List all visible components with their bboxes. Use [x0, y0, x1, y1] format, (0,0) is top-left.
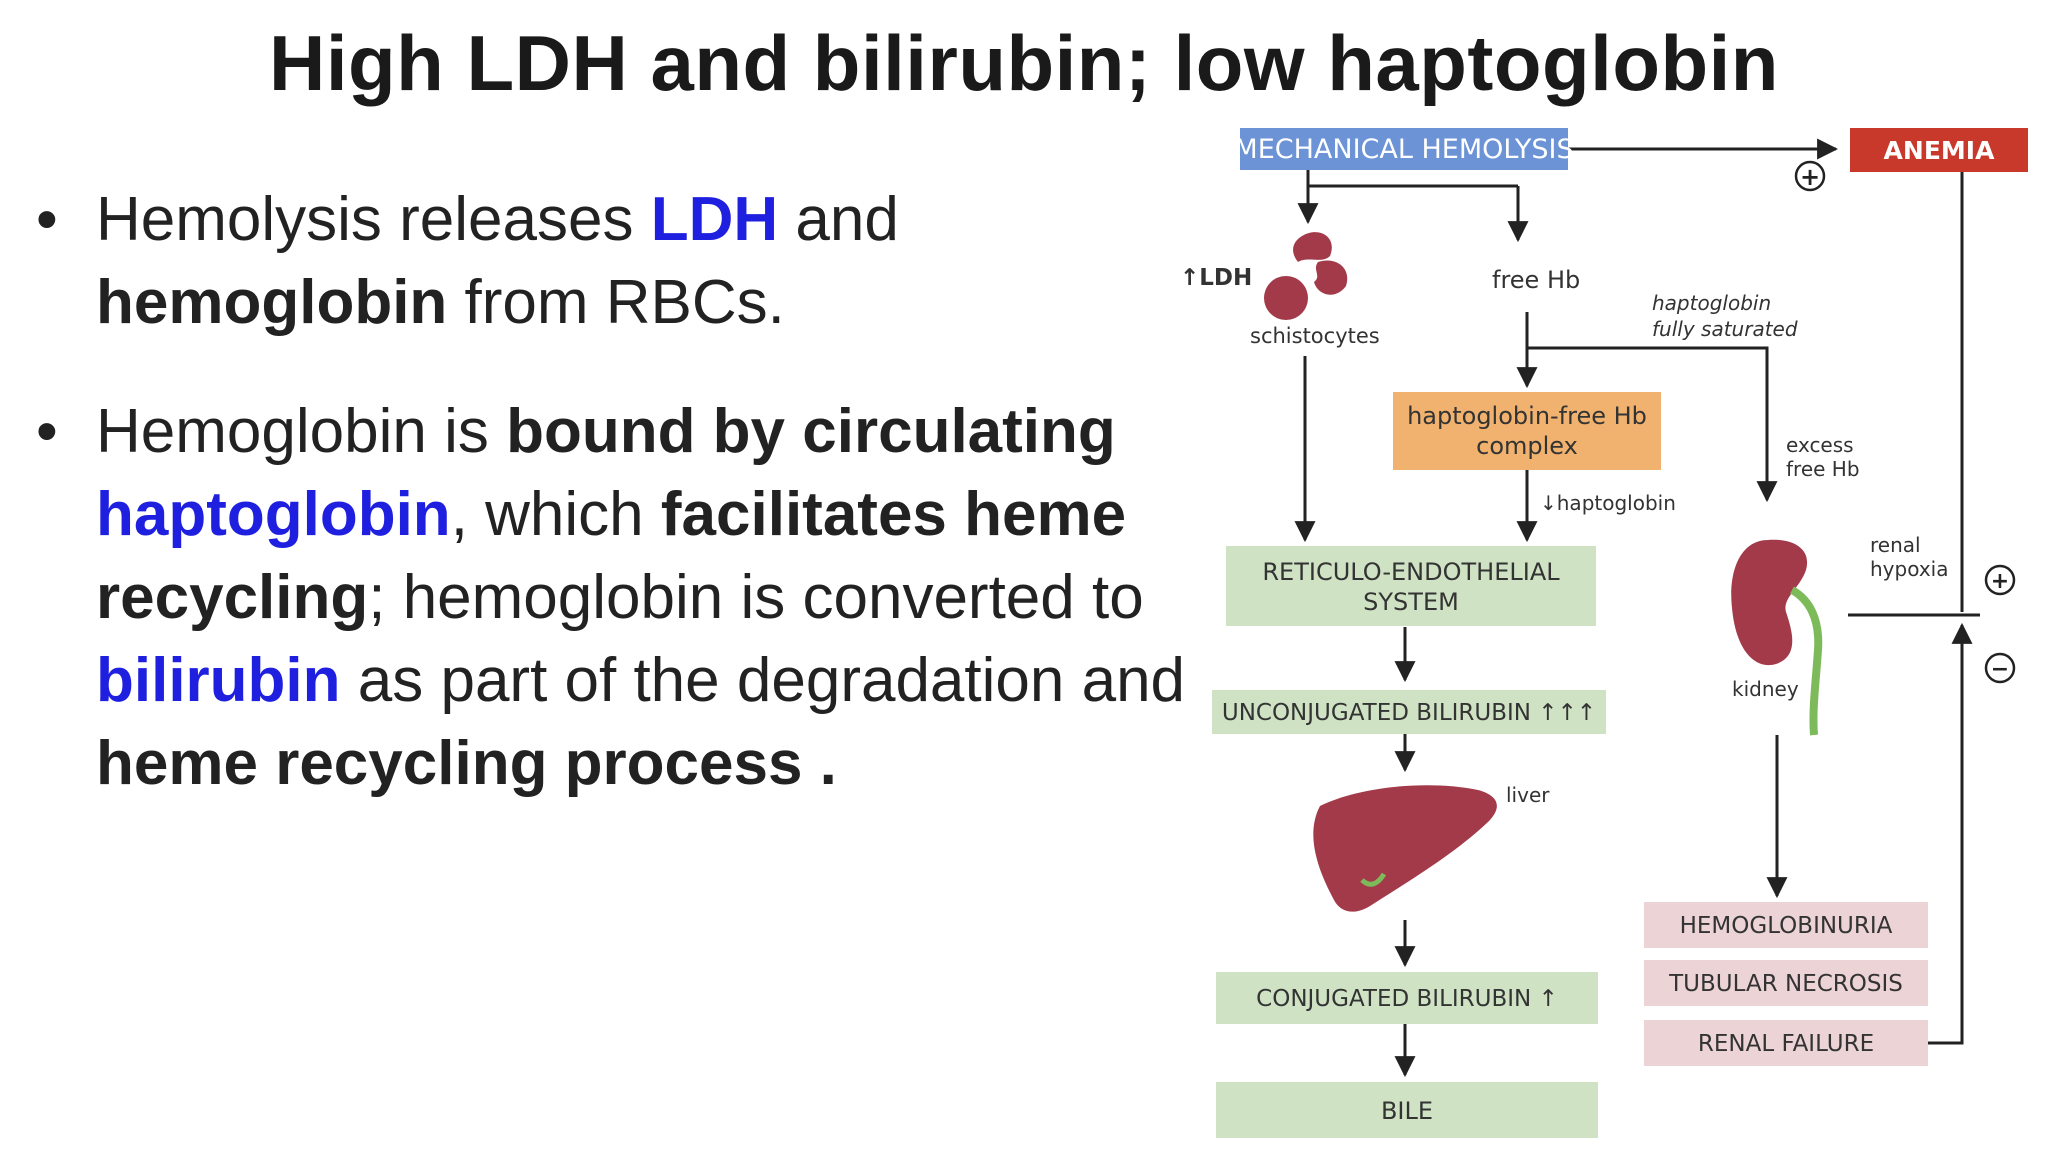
- haptoglobin-saturated-label: haptoglobin: [1652, 291, 1771, 315]
- bullet-marker: •: [36, 185, 58, 254]
- liver-label: liver: [1506, 783, 1550, 807]
- anemia-box: [1850, 128, 2028, 172]
- bile-label: BILE: [1381, 1097, 1433, 1125]
- conjugated-bilirubin-label: CONJUGATED BILIRUBIN ↑: [1256, 986, 1558, 1012]
- complex-label: complex: [1476, 432, 1578, 460]
- tubular-necrosis-label: TUBULAR NECROSIS: [1668, 971, 1903, 997]
- free-hb-label: free Hb: [1492, 266, 1580, 294]
- renal-failure-box: [1644, 1020, 1928, 1066]
- low-haptoglobin-label: ↓haptoglobin: [1540, 491, 1676, 515]
- sign-circles: [1794, 160, 2016, 684]
- kidney-icon: [1731, 539, 1823, 736]
- excess-free-hb-label: free Hb: [1786, 457, 1860, 481]
- hemoglobinuria-label: HEMOGLOBINURIA: [1680, 913, 1893, 939]
- highlight-haptoglobin: haptoglobin: [96, 480, 451, 549]
- slide-title: High LDH and bilirubin; low haptoglobin: [269, 19, 1779, 107]
- unconjugated-bilirubin-label: UNCONJUGATED BILIRUBIN ↑↑↑: [1222, 700, 1596, 726]
- hypoxia-label: hypoxia: [1870, 557, 1948, 581]
- bile-box: [1216, 1082, 1598, 1138]
- liver-icon: [1313, 785, 1497, 912]
- connector-lines: [1294, 138, 1980, 1078]
- schistocytes-icon: [1264, 232, 1348, 320]
- anemia-label: ANEMIA: [1884, 136, 1996, 165]
- kidney-label: kidney: [1732, 677, 1799, 701]
- highlight-bilirubin: bilirubin: [96, 646, 341, 715]
- reticuloendothelial-box: [1226, 546, 1596, 626]
- renal-failure-label: RENAL FAILURE: [1698, 1031, 1874, 1057]
- bullet-text: Hemoglobin is bound by circulating hapto…: [96, 397, 1186, 798]
- haptoglobin-complex-box: [1393, 392, 1661, 470]
- schistocytes-label: schistocytes: [1250, 324, 1380, 348]
- highlight-ldh: LDH: [650, 185, 779, 254]
- mechanical-hemolysis-box: [1240, 128, 1568, 170]
- fully-saturated-label: fully saturated: [1652, 317, 1798, 341]
- conjugated-bilirubin-box: [1216, 972, 1598, 1024]
- reticuloendothelial-label: RETICULO-ENDOTHELIAL: [1262, 558, 1560, 586]
- system-label: SYSTEM: [1363, 588, 1459, 616]
- ldh-label: ↑LDH: [1180, 265, 1252, 291]
- excess-label: excess: [1786, 433, 1854, 457]
- hemoglobinuria-box: [1644, 902, 1928, 948]
- plus-sign: +: [1800, 163, 1820, 191]
- bullet-marker: •: [36, 397, 58, 466]
- minus-sign: −: [1991, 657, 2009, 682]
- mechanical-hemolysis-label: MECHANICAL HEMOLYSIS: [1234, 134, 1573, 165]
- plus-sign: +: [1991, 569, 2009, 594]
- renal-label: renal: [1870, 533, 1921, 557]
- unconjugated-bilirubin-box: [1212, 690, 1606, 734]
- haptoglobin-complex-label: haptoglobin-free Hb: [1407, 402, 1647, 430]
- bullet-text: Hemolysis releases LDH and hemoglobin fr…: [96, 185, 899, 337]
- tubular-necrosis-box: [1644, 960, 1928, 1006]
